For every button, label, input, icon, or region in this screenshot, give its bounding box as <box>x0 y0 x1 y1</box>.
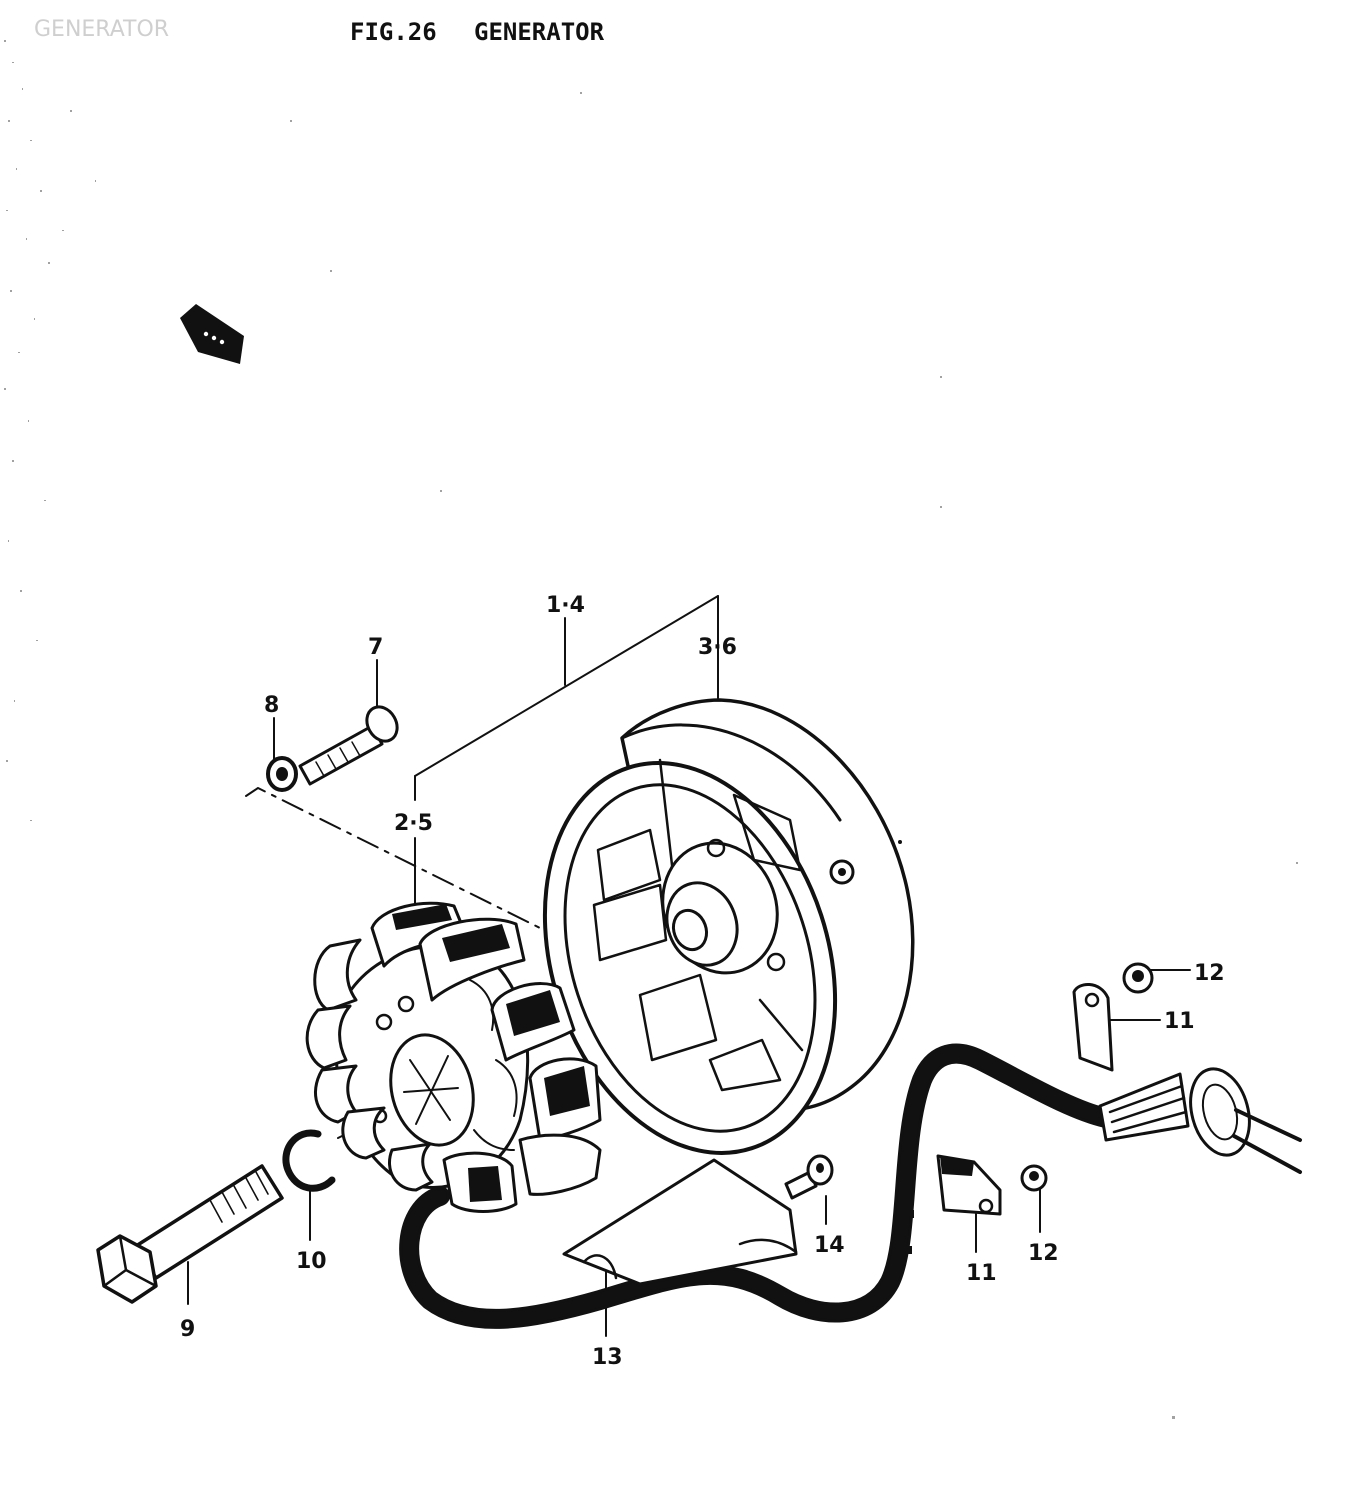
scan-noise <box>4 40 1298 1419</box>
flywheel-rotor <box>542 698 915 1155</box>
callout-8: 8 <box>264 693 279 718</box>
screw-14 <box>784 1154 834 1200</box>
figure-number: FIG.26 <box>350 18 437 46</box>
stator-assembly <box>305 901 602 1213</box>
callout-3-6: 3·6 <box>698 635 737 660</box>
callout-13: 13 <box>592 1345 623 1370</box>
callout-12-upper: 12 <box>1194 961 1225 986</box>
callout-7: 7 <box>368 635 383 660</box>
clamp-11-lower <box>936 1154 1002 1216</box>
ghost-title: GENERATOR <box>34 17 169 42</box>
callout-12-lower: 12 <box>1028 1241 1059 1266</box>
circlip-10 <box>282 1129 336 1192</box>
figure-title: GENERATOR <box>474 18 605 46</box>
callout-14: 14 <box>814 1233 845 1258</box>
leader-lines <box>187 595 1191 1337</box>
bolt-7 <box>298 705 399 786</box>
callout-labels: 1·4 3·6 2·5 7 8 9 10 11 11 12 12 13 14 <box>180 593 1225 1370</box>
bolt-9 <box>96 1164 284 1304</box>
callout-11-upper: 11 <box>1164 1009 1195 1034</box>
wiring-harness <box>399 1043 1302 1329</box>
washer-8 <box>266 756 298 792</box>
screw-12-upper <box>1122 962 1154 994</box>
screw-12-lower <box>1020 1164 1048 1192</box>
callout-10: 10 <box>296 1249 327 1274</box>
clamp-11-upper <box>1072 983 1114 1072</box>
callout-1-4: 1·4 <box>546 593 585 618</box>
harness-connector <box>1098 1067 1302 1174</box>
callout-11-lower: 11 <box>966 1261 997 1286</box>
callout-2-5: 2·5 <box>394 811 433 836</box>
arrow-marker-icon <box>180 304 244 364</box>
callout-9: 9 <box>180 1317 195 1342</box>
